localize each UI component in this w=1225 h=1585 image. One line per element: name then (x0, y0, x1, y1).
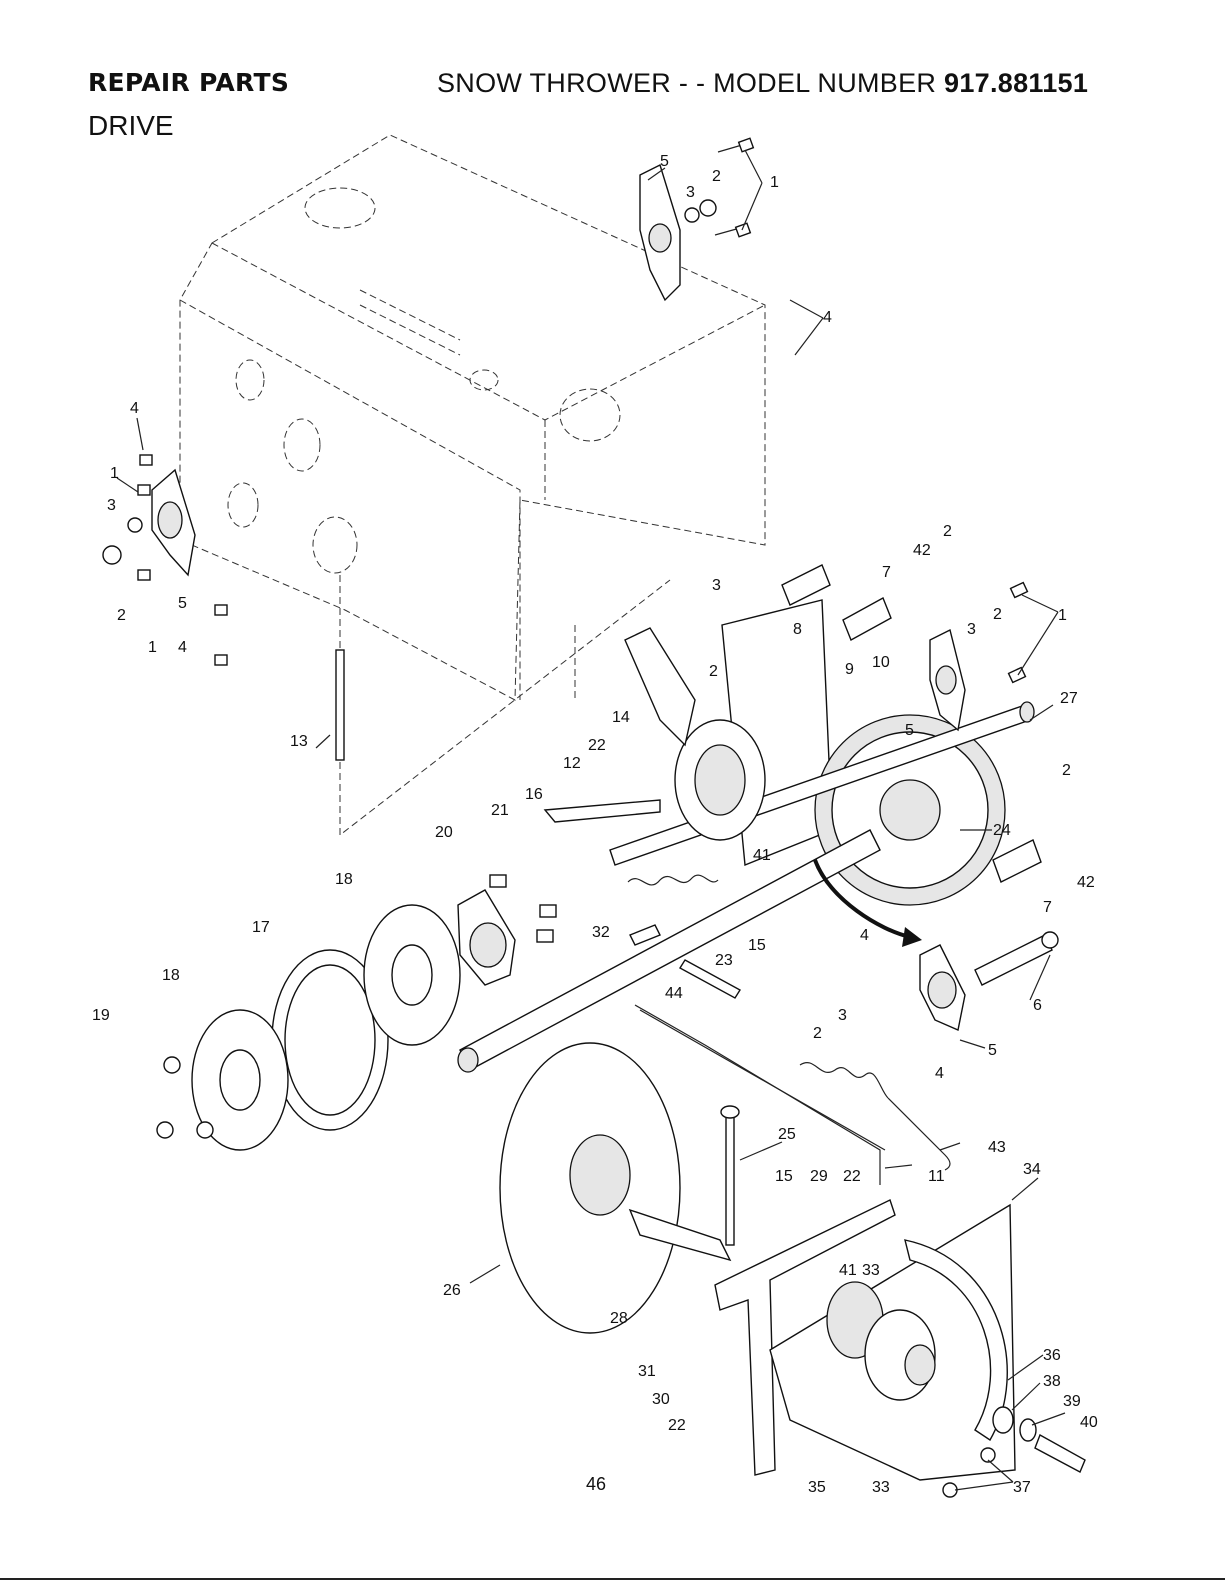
left-bearing-flange (103, 455, 227, 665)
callout-2: 2 (709, 663, 718, 680)
top-bearing-flange (640, 138, 753, 300)
callout-5: 5 (178, 595, 187, 612)
page-number: 46 (586, 1474, 606, 1495)
callout-44: 44 (665, 985, 683, 1002)
callout-15: 15 (775, 1168, 793, 1185)
callout-22: 22 (843, 1168, 861, 1185)
callout-27: 27 (1060, 690, 1078, 707)
callout-1: 1 (1058, 607, 1067, 624)
callout-7: 7 (882, 564, 891, 581)
callout-13: 13 (290, 733, 308, 750)
callout-30: 30 (652, 1391, 670, 1408)
callout-23: 23 (715, 952, 733, 969)
callout-3: 3 (107, 497, 116, 514)
callout-10: 10 (872, 654, 890, 671)
callout-2: 2 (993, 606, 1002, 623)
callout-2: 2 (712, 168, 721, 185)
callout-39: 39 (1063, 1393, 1081, 1410)
callout-4: 4 (860, 927, 869, 944)
callout-32: 32 (592, 924, 610, 941)
callout-5: 5 (988, 1042, 997, 1059)
callout-2: 2 (943, 523, 952, 540)
callout-42: 42 (1077, 874, 1095, 891)
callout-25: 25 (778, 1126, 796, 1143)
callout-38: 38 (1043, 1373, 1061, 1390)
callout-3: 3 (686, 184, 695, 201)
callout-36: 36 (1043, 1347, 1061, 1364)
axle-rod (336, 650, 344, 760)
pin (721, 1106, 739, 1245)
callout-3: 3 (712, 577, 721, 594)
callout-22: 22 (588, 737, 606, 754)
callout-28: 28 (610, 1310, 628, 1327)
callout-17: 17 (252, 919, 270, 936)
callout-4: 4 (130, 400, 139, 417)
callout-3: 3 (967, 621, 976, 638)
callout-26: 26 (443, 1282, 461, 1299)
callout-40: 40 (1080, 1414, 1098, 1431)
callout-18: 18 (335, 871, 353, 888)
callout-5: 5 (905, 722, 914, 739)
callout-11: 11 (928, 1168, 945, 1185)
right-bearing-flange (930, 583, 1027, 730)
callout-3: 3 (838, 1007, 847, 1024)
callout-1: 1 (770, 174, 779, 191)
callout-2: 2 (813, 1025, 822, 1042)
callout-24: 24 (993, 822, 1011, 839)
callout-1: 1 (148, 639, 157, 656)
drive-disc (500, 1043, 730, 1333)
callout-37: 37 (1013, 1479, 1031, 1496)
callout-2: 2 (1062, 762, 1071, 779)
callout-9: 9 (845, 661, 854, 678)
callout-41: 41 (753, 847, 771, 864)
callout-14: 14 (612, 709, 630, 726)
callout-29: 29 (810, 1168, 828, 1185)
callout-2: 2 (117, 607, 126, 624)
callout-31: 31 (638, 1363, 656, 1380)
callout-6: 6 (1033, 997, 1042, 1014)
callout-22: 22 (668, 1417, 686, 1434)
callout-18: 18 (162, 967, 180, 984)
friction-wheel-parts (157, 875, 556, 1150)
lower-bracket-assembly (715, 1200, 1085, 1497)
callout-33: 33 (862, 1262, 880, 1279)
callout-15: 15 (748, 937, 766, 954)
callout-1: 1 (110, 465, 119, 482)
callout-43: 43 (988, 1139, 1006, 1156)
lower-bearing-flange (920, 932, 1058, 1030)
callout-21: 21 (491, 802, 509, 819)
bottom-rule (0, 1578, 1225, 1580)
callout-20: 20 (435, 824, 453, 841)
callout-5: 5 (660, 153, 669, 170)
callout-4: 4 (823, 309, 832, 326)
callout-34: 34 (1023, 1161, 1041, 1178)
callout-35: 35 (808, 1479, 826, 1496)
callout-19: 19 (92, 1007, 110, 1024)
callout-33: 33 (872, 1479, 890, 1496)
callout-4: 4 (178, 639, 187, 656)
callout-8: 8 (793, 621, 802, 638)
callout-16: 16 (525, 786, 543, 803)
callout-7: 7 (1043, 899, 1052, 916)
callout-12: 12 (563, 755, 581, 772)
gear-assembly (545, 600, 1034, 905)
callout-4: 4 (935, 1065, 944, 1082)
callout-41: 41 (839, 1262, 857, 1279)
callout-42: 42 (913, 542, 931, 559)
